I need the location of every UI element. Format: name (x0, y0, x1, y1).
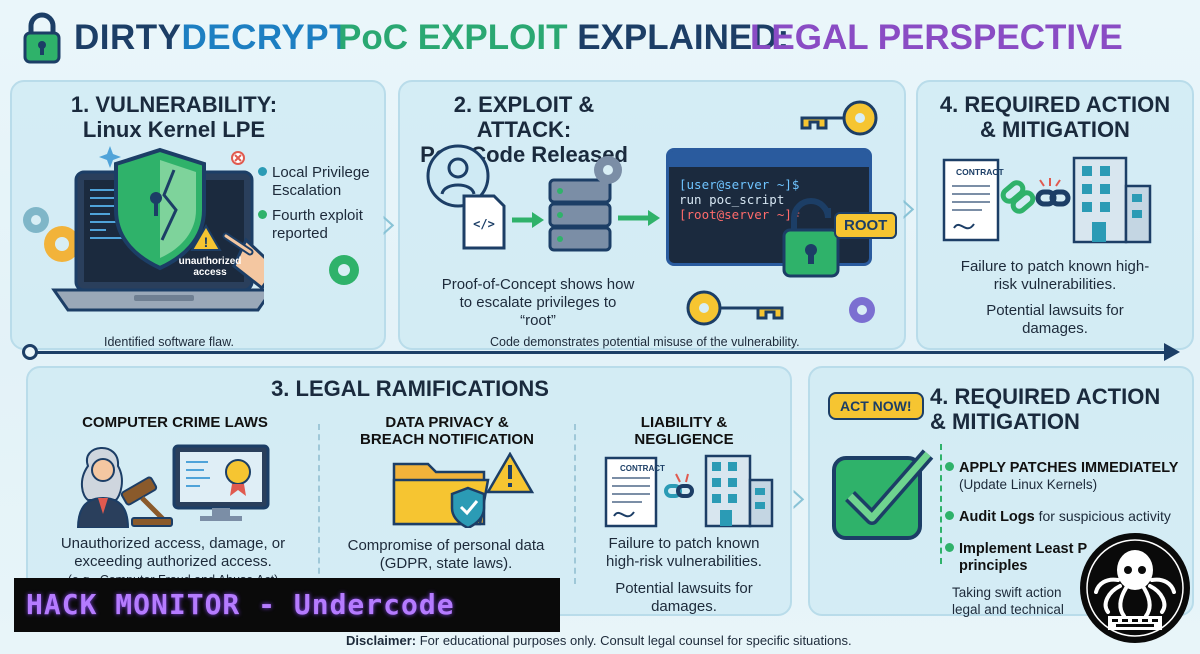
column-divider (574, 424, 576, 584)
contract-building-illustration (942, 156, 1152, 244)
bullet-fourth-exploit: Fourth exploit reported (258, 207, 363, 243)
bullet-dot-icon (945, 511, 954, 520)
liability-desc1: Failure to patch known high-risk vulnera… (606, 535, 762, 570)
bullet-dot-icon (945, 543, 954, 552)
bullet-dot-icon (258, 210, 267, 219)
gear-icon (329, 255, 359, 285)
step4-top-desc1: Failure to patch known high- risk vulner… (960, 258, 1150, 293)
terminal-window: [user@server ~]$ run poc_script [root@se… (666, 148, 872, 266)
action-list-rail (940, 444, 942, 564)
padlock-icon (23, 12, 61, 64)
gear-icon (849, 297, 875, 323)
contract-label: CONTRACT (620, 464, 665, 473)
bullet-dot-icon (945, 462, 954, 471)
data-privacy-desc: Compromise of personal data (GDPR, state… (347, 537, 545, 572)
step2-description: Proof-of-Concept shows how to escalate p… (441, 276, 635, 329)
poc-title: PoC EXPLOIT EXPLAINED: (338, 18, 790, 57)
svg-text:</>: </> (473, 217, 495, 231)
action-item-patches: APPLY PATCHES IMMEDIATELY (Update Linux … (945, 459, 1185, 492)
unauthorized-access-label: unauthorized access (178, 256, 242, 278)
gear-icon (23, 207, 49, 233)
hack-monitor-text: HACK MONITOR - Undercode (26, 588, 455, 621)
column-divider (318, 424, 320, 584)
chevron-right-icon: › (790, 470, 809, 524)
computer-crime-title: COMPUTER CRIME LAWS (82, 414, 268, 431)
disclaimer: Disclaimer: For educational purposes onl… (346, 633, 852, 648)
timeline-line (28, 351, 1176, 354)
action-item-audit: Audit Logs for suspicious activity (945, 508, 1185, 525)
brand-title: DIRTYDECRYPT (74, 18, 351, 57)
hack-monitor-banner: HACK MONITOR - Undercode (14, 578, 560, 632)
legal-title: LEGAL PERSPECTIVE (750, 18, 1123, 57)
timeline-arrow-icon (1164, 343, 1180, 361)
header: DIRTYDECRYPT PoC EXPLOIT EXPLAINED: LEGA… (0, 0, 1200, 78)
laptop-shield-illustration: ! (23, 146, 264, 312)
exploit-flow-illustration: </> (426, 144, 660, 252)
checkmark-icon (832, 449, 934, 540)
judge-gavel-illustration (76, 444, 270, 528)
key-icon (800, 100, 878, 136)
liability-desc2: Potential lawsuits for damages. (615, 580, 753, 615)
terminal-titlebar (669, 151, 869, 167)
chevron-right-icon: › (380, 196, 399, 250)
root-badge: ROOT (834, 212, 898, 239)
step4-top-title: 4. REQUIRED ACTION & MITIGATION (939, 92, 1171, 142)
required-action-title: 4. REQUIRED ACTION & MITIGATION (930, 384, 1161, 434)
folder-shield-illustration (392, 452, 535, 528)
act-now-badge: ACT NOW! (828, 392, 924, 420)
liability-title: LIABILITY & NEGLIGENCE (634, 414, 734, 448)
legal-title: 3. LEGAL RAMIFICATIONS (271, 376, 549, 401)
bullet-dot-icon (258, 167, 267, 176)
unlocked-padlock-icon (782, 198, 840, 278)
action-footer: Taking swift action legal and technical (952, 585, 1064, 617)
action-item-least-privilege: Implement Least P principles (945, 540, 1185, 574)
timeline-start-dot (22, 344, 38, 360)
step1-title: 1. VULNERABILITY: Linux Kernel LPE (70, 92, 278, 142)
data-privacy-title: DATA PRIVACY & BREACH NOTIFICATION (360, 414, 534, 448)
key-icon (686, 290, 784, 326)
svg-text:!: ! (204, 234, 209, 250)
step1-caption: Identified software flaw. (104, 335, 234, 349)
step2-caption: Code demonstrates potential misuse of th… (490, 335, 800, 349)
step4-top-desc2: Potential lawsuits for damages. (986, 302, 1124, 337)
contract-label: CONTRACT (956, 167, 1004, 177)
octopus-emblem-icon (1080, 533, 1190, 643)
chevron-right-icon: › (900, 180, 919, 234)
contract-building-illustration (604, 454, 774, 528)
bullet-local-privilege: Local Privilege Escalation (258, 164, 370, 200)
